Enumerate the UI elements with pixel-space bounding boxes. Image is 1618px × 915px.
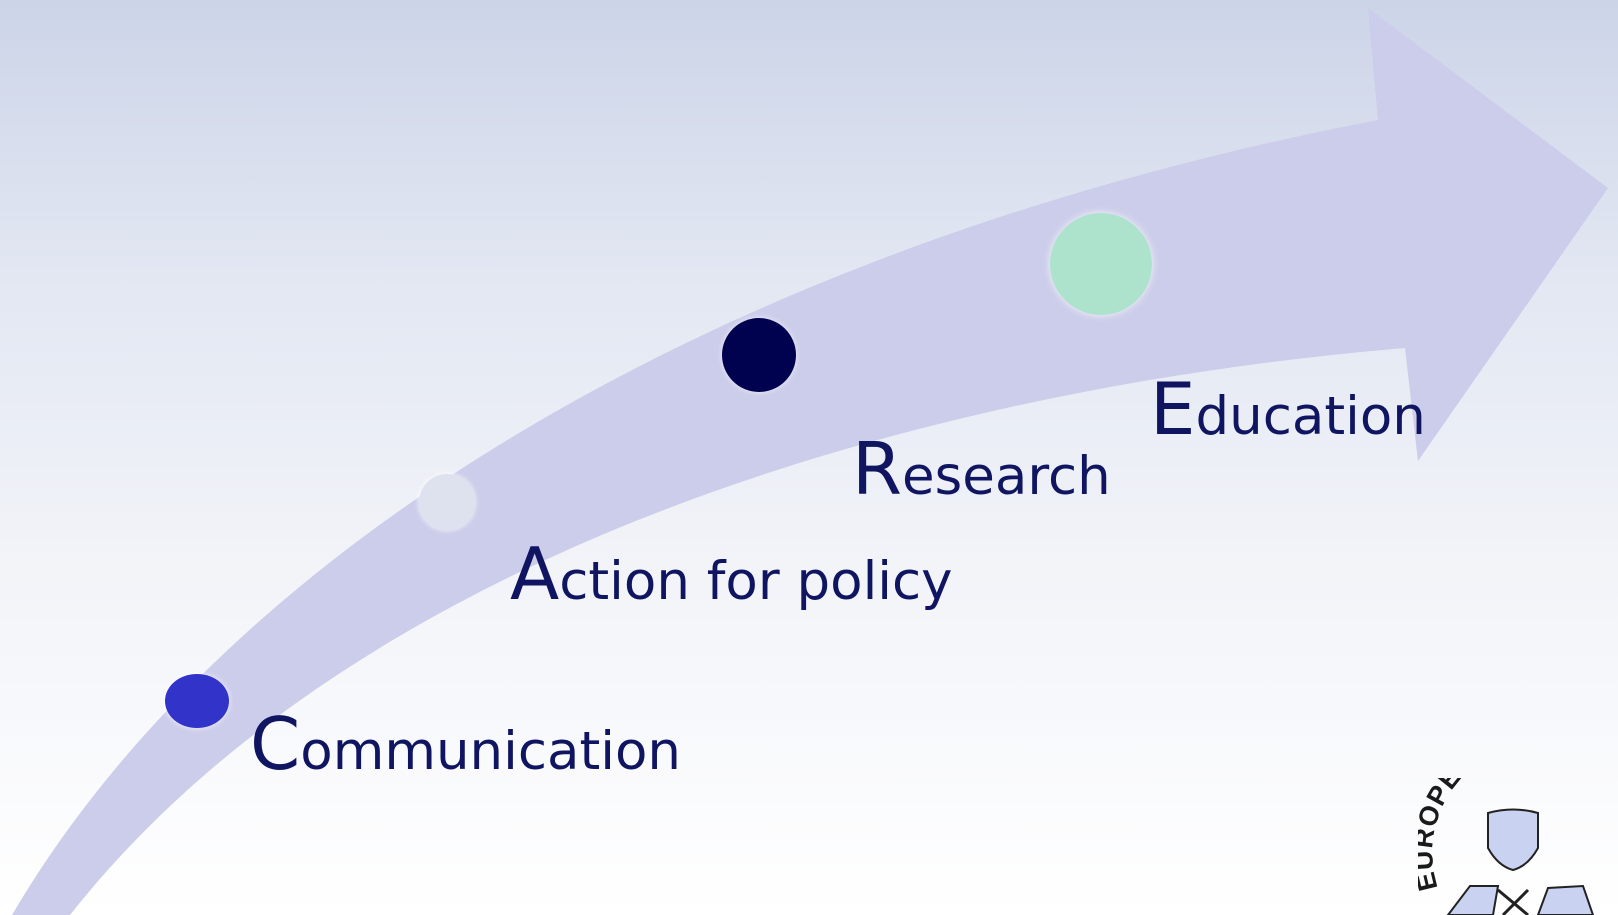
logo-cross-left [1446, 885, 1500, 915]
communication-label: Communication [250, 708, 681, 780]
action-for-policy-label: Action for policy [510, 538, 953, 610]
communication-dot [165, 674, 229, 728]
research-initial: R [852, 427, 903, 511]
research-dot [722, 318, 796, 392]
education-initial: E [1150, 367, 1196, 451]
education-dot [1050, 213, 1152, 315]
curved-arrow-shape [12, 8, 1608, 915]
cross-shield-logo-icon: EUROPEAN ONCO [1418, 778, 1595, 915]
logo-shield [1487, 808, 1539, 872]
logo-x-mark [1497, 888, 1530, 915]
research-label: Research [852, 433, 1111, 505]
research-rest: esearch [902, 446, 1111, 507]
education-label: Education [1150, 373, 1426, 445]
action-for-policy-initial: A [510, 532, 560, 616]
action-for-policy-dot [419, 474, 475, 530]
communication-initial: C [250, 702, 301, 786]
communication-rest: ommunication [300, 721, 682, 782]
logo-cross-right [1536, 884, 1595, 915]
education-rest: ducation [1195, 386, 1426, 447]
action-for-policy-rest: ction for policy [559, 551, 953, 612]
